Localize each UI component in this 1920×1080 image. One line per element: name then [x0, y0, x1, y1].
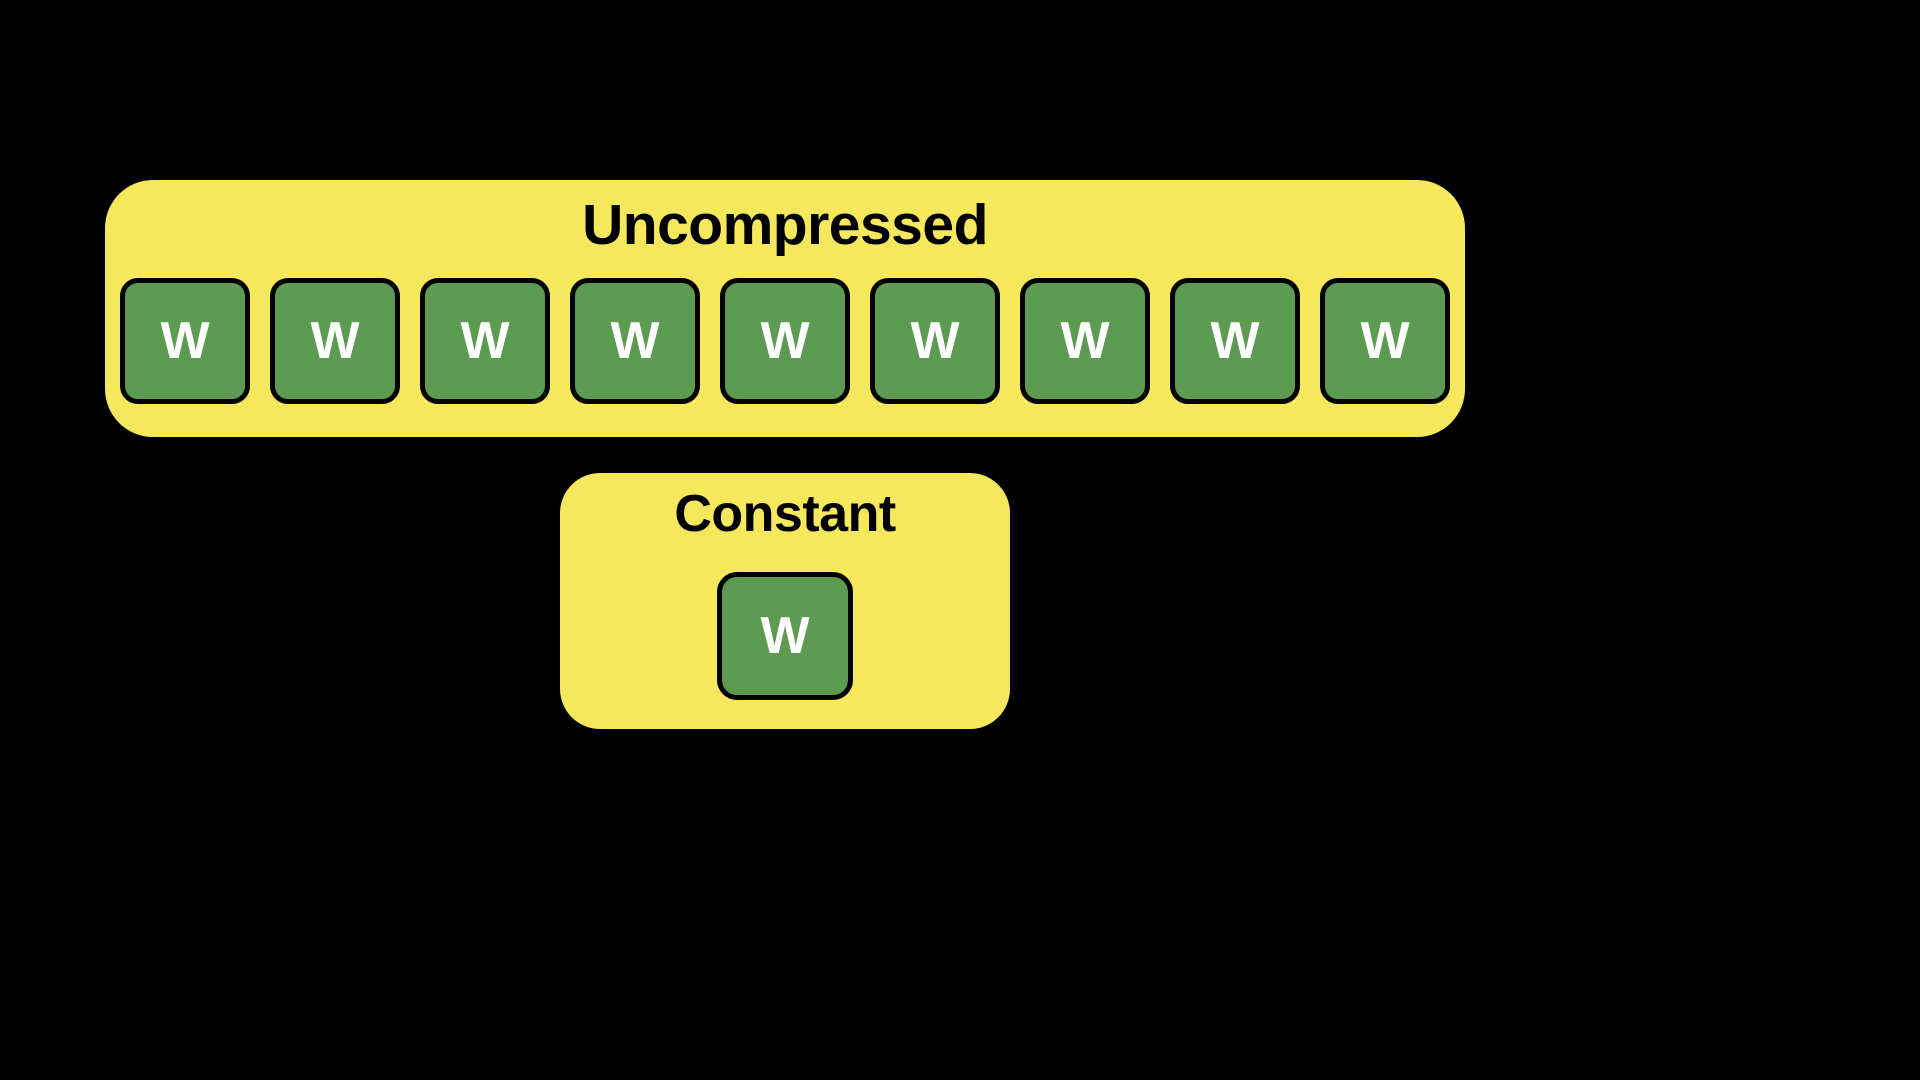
- weight-block: W: [1320, 277, 1450, 404]
- group-title-uncompressed: Uncompressed: [582, 193, 988, 257]
- group-card-constant: Constant W: [560, 473, 1010, 729]
- weight-block: W: [270, 277, 400, 404]
- weight-block: W: [420, 277, 550, 404]
- weight-block: W: [1170, 277, 1300, 404]
- weight-block: W: [1020, 277, 1150, 404]
- group-card-uncompressed: Uncompressed W W W W W W W W W: [105, 180, 1465, 437]
- weight-block: W: [570, 277, 700, 404]
- weight-blocks-row-uncompressed: W W W W W W W W W: [120, 277, 1450, 404]
- weight-block: W: [720, 277, 850, 404]
- weight-block: W: [870, 277, 1000, 404]
- weight-block: W: [717, 571, 853, 700]
- weight-blocks-row-constant: W: [717, 571, 853, 700]
- weight-block: W: [120, 277, 250, 404]
- group-title-constant: Constant: [674, 485, 896, 543]
